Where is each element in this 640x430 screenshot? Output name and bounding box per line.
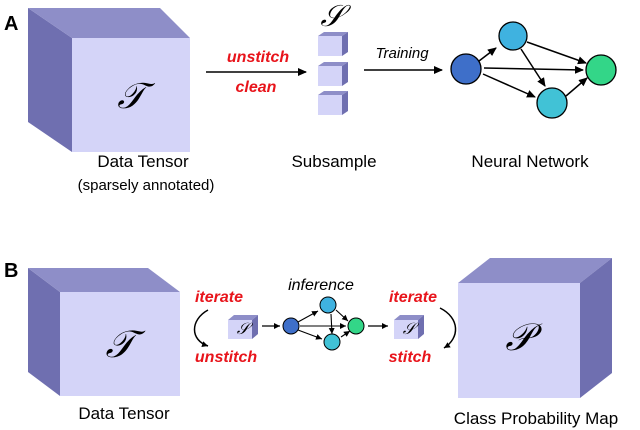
- panel-b-letter: B: [4, 260, 18, 282]
- iterate-left-curve-arrow: [193, 309, 209, 347]
- stitch-curve-arrow: [439, 307, 457, 349]
- cube-top-face: [28, 8, 190, 38]
- nn-b-node-output: [347, 317, 365, 335]
- unstitch-label: unstitch: [227, 49, 289, 66]
- subsample-cube-1: [318, 32, 348, 56]
- data-tensor-cube-a: 𝒯: [28, 8, 190, 152]
- neural-network-b: [282, 296, 365, 351]
- neural-network-a: [450, 21, 617, 119]
- nn-edge: [482, 73, 536, 98]
- stitch-label: stitch: [389, 349, 432, 366]
- nn-node-output: [585, 54, 617, 86]
- cube-top-face: [458, 258, 612, 283]
- panel-a-letter: A: [4, 13, 18, 35]
- nn-edge: [335, 309, 349, 322]
- caption-data-tensor-a: Data Tensor: [97, 152, 189, 171]
- caption-neural-network: Neural Network: [471, 152, 589, 171]
- iterate-left-label: iterate: [195, 289, 243, 306]
- nn-node-hidden-2: [536, 87, 568, 119]
- nn-b-node-hidden-1: [319, 296, 337, 314]
- cube-front-face: [458, 283, 580, 398]
- subsample-symbol: 𝒮: [320, 0, 351, 34]
- caption-data-tensor-b: Data Tensor: [78, 404, 170, 423]
- iterate-right-label: iterate: [389, 289, 437, 306]
- nn-edge: [297, 310, 319, 323]
- cube-front-face: [72, 38, 190, 152]
- subsample-cube-2: [318, 62, 348, 86]
- data-tensor-cube-b: 𝒯: [28, 268, 180, 396]
- nn-edge: [565, 77, 588, 97]
- nn-edge: [478, 47, 497, 62]
- nn-edge: [520, 48, 546, 87]
- clean-label: clean: [236, 79, 277, 96]
- nn-edge: [328, 313, 335, 335]
- class-probability-cube: 𝒫: [458, 258, 612, 398]
- inference-label: inference: [288, 277, 354, 294]
- subsample-cube-right: 𝒮: [394, 315, 424, 339]
- nn-node-hidden-1: [498, 21, 528, 51]
- nn-node-input: [450, 53, 482, 85]
- cube-top-face: [28, 268, 180, 292]
- subsample-cube-left: 𝒮: [228, 315, 258, 339]
- nn-b-node-hidden-2: [323, 333, 341, 351]
- cube-front-face: [60, 292, 180, 396]
- training-label: Training: [375, 45, 429, 62]
- unstitch-label-b: unstitch: [195, 349, 257, 366]
- cube-side-face: [580, 258, 612, 398]
- cube-side-face: [28, 268, 60, 396]
- nn-edge: [340, 330, 351, 338]
- cube-side-face: [28, 8, 72, 152]
- caption-sparsely-annotated: (sparsely annotated): [78, 177, 215, 194]
- subsample-cube-3: [318, 91, 348, 115]
- caption-subsample: Subsample: [291, 152, 376, 171]
- nn-b-node-input: [282, 317, 300, 335]
- nn-edge: [297, 329, 323, 340]
- caption-class-probability-map: Class Probability Map: [454, 409, 618, 428]
- nn-edge: [526, 41, 587, 65]
